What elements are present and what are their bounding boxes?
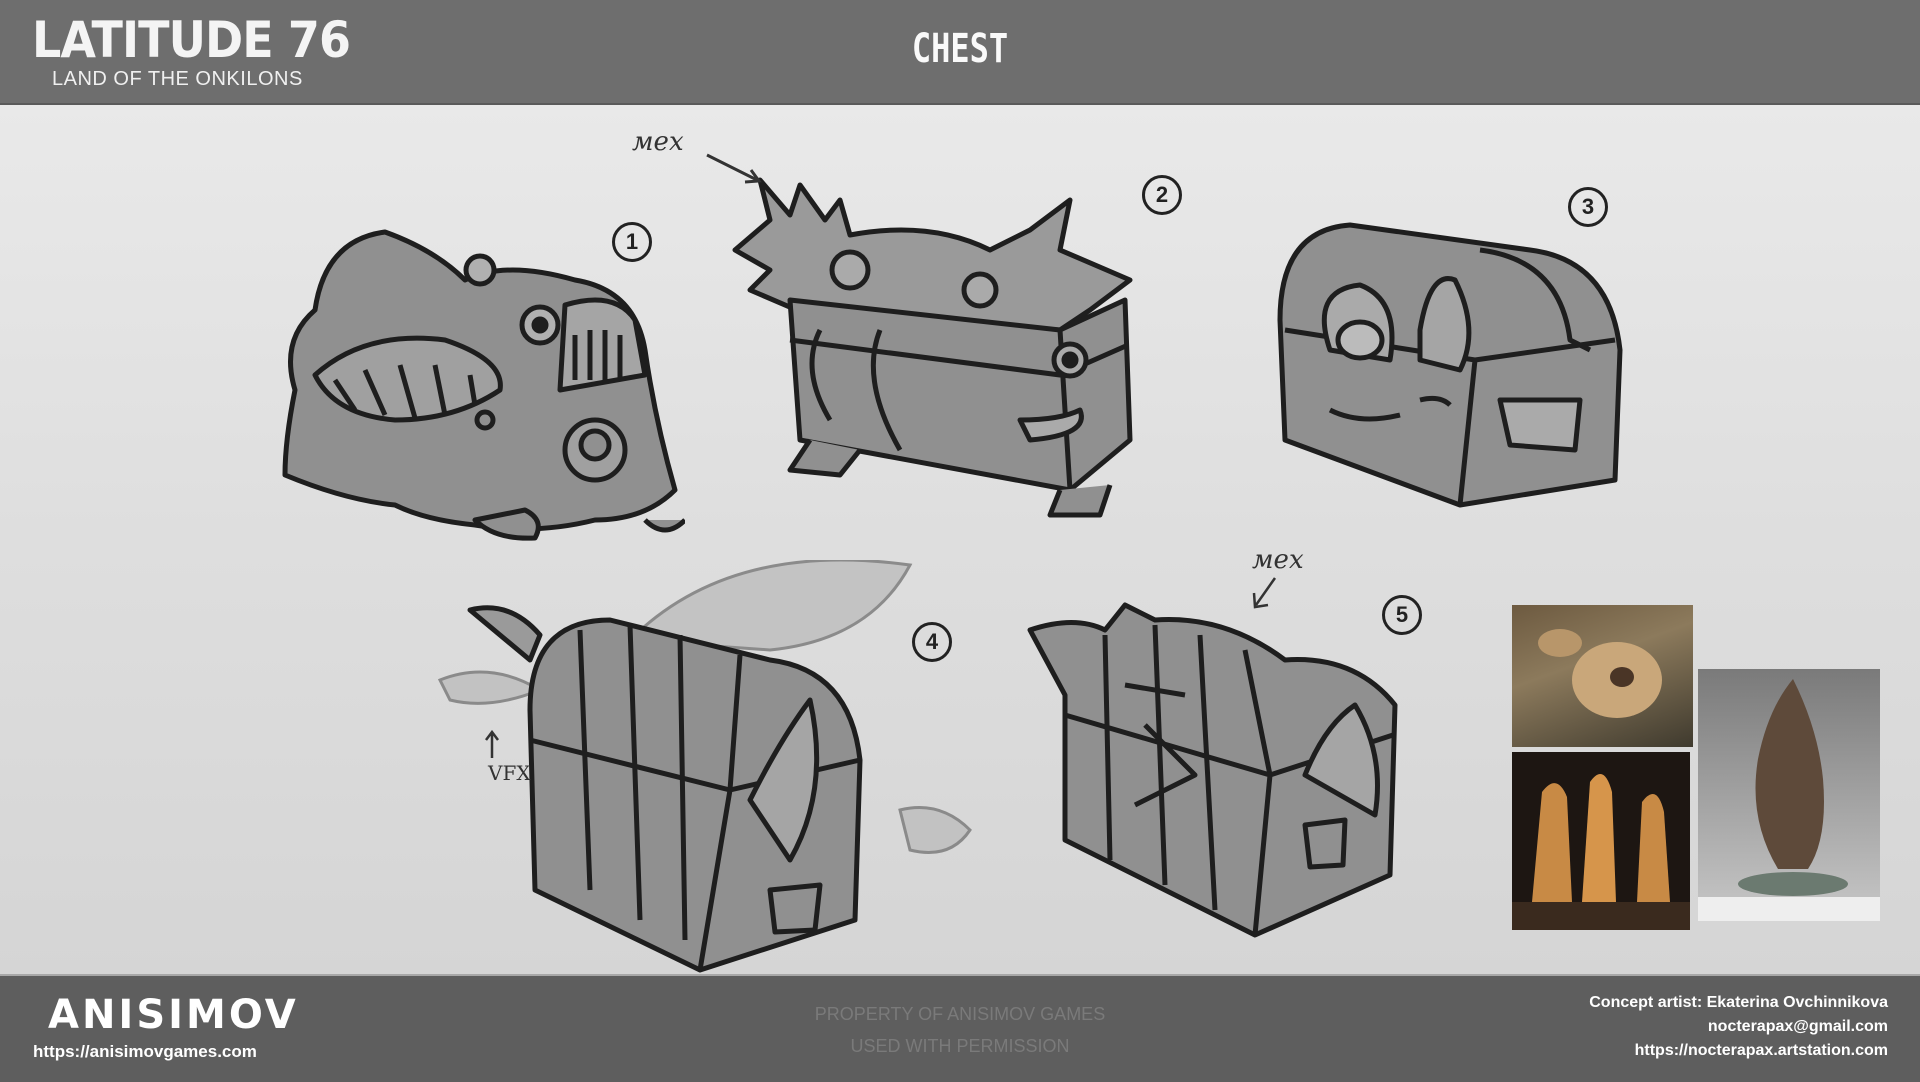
arrow-icon: [1252, 577, 1277, 609]
sketch-label-3: 3: [1568, 187, 1608, 227]
game-logo-subtitle: LAND OF THE ONKILONS: [52, 68, 303, 90]
studio-url-link[interactable]: https://anisimovgames.com: [33, 1042, 257, 1061]
property-notice-line1: PROPERTY OF ANISIMOV GAMES: [814, 1004, 1106, 1024]
vfx-annotation: VFX: [488, 761, 531, 785]
reference-photo-carvings-2: [1512, 752, 1690, 930]
reference-photo-carving-1: [1512, 605, 1693, 747]
sketch-label-4: 4: [912, 622, 952, 662]
fur-annotation-1: мех: [632, 127, 684, 157]
concept-sheet: 1 мех 2 3: [0, 105, 1920, 974]
concept-artist-credit: Concept artist: Ekaterina Ovchinnikova: [1589, 994, 1888, 1011]
sketch-label-5: 5: [1382, 595, 1422, 635]
page-title: CHEST: [911, 26, 1009, 72]
studio-logo: ANISIMOV: [48, 992, 299, 1038]
property-notice-line2: USED WITH PERMISSION: [850, 1036, 1070, 1056]
header-bar: LATITUDE 76 LAND OF THE ONKILONS CHEST: [0, 0, 1920, 105]
game-logo-title: LATITUDE 76: [32, 11, 351, 69]
reference-photo-sculpture-3: [1698, 669, 1880, 921]
chest-sketch-5: [1027, 602, 1398, 938]
chest-sketch-3: [1277, 222, 1623, 508]
sketch-label-2: 2: [1142, 175, 1182, 215]
artist-email-link[interactable]: nocterapax@gmail.com: [1707, 1018, 1888, 1035]
sketch-label-1: 1: [612, 222, 652, 262]
chest-sketch-1: [282, 229, 685, 541]
artist-artstation-link[interactable]: https://nocterapax.artstation.com: [1634, 1042, 1888, 1059]
footer-bar: ANISIMOV https://anisimovgames.com PROPE…: [0, 974, 1920, 1082]
fur-annotation-2: мех: [1252, 545, 1304, 575]
arrow-up-icon: [485, 730, 499, 758]
chest-sketch-2: [732, 177, 1133, 518]
arrow-icon: [706, 153, 762, 184]
chest-sketch-4: [437, 560, 972, 973]
